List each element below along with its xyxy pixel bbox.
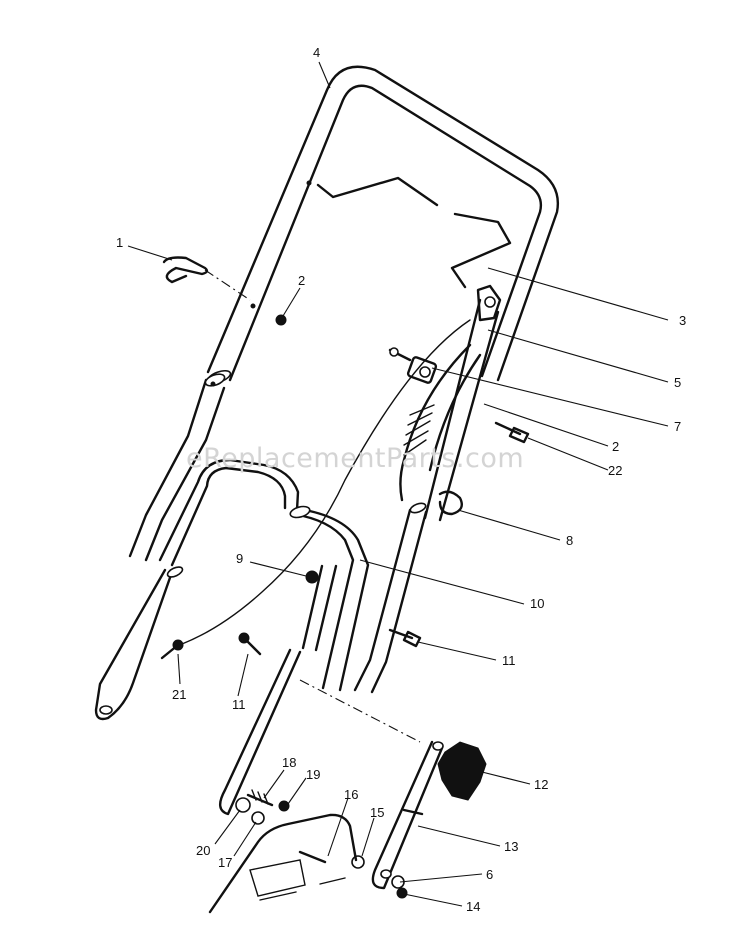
- callout-6: 6: [486, 867, 494, 882]
- callout-7: 7: [674, 419, 682, 434]
- alignment-lines: [204, 269, 421, 743]
- cable-housing: [388, 343, 482, 502]
- center-handle: [289, 505, 370, 692]
- control-bail: [316, 176, 512, 289]
- callout-16: 16: [344, 787, 359, 802]
- upper-handle: [206, 65, 559, 385]
- callout-2: 2: [298, 273, 306, 288]
- callout-14: 14: [466, 899, 481, 914]
- callout-20: 20: [196, 843, 211, 858]
- knob: [437, 741, 487, 801]
- callout-2-lower: 2: [612, 439, 620, 454]
- callout-19: 19: [306, 767, 321, 782]
- callout-15: 15: [370, 805, 385, 820]
- left-lower-tube: [128, 373, 226, 562]
- deck-fragment: [208, 813, 358, 914]
- callout-21: 21: [172, 687, 187, 702]
- callout-13: 13: [504, 839, 519, 854]
- callout-4: 4: [313, 45, 321, 60]
- callout-18: 18: [282, 755, 297, 770]
- lower-brackets: [219, 648, 444, 899]
- callout-5: 5: [674, 375, 682, 390]
- callout-12: 12: [534, 777, 549, 792]
- right-lower-tube: [353, 502, 428, 694]
- callout-10: 10: [530, 596, 545, 611]
- leader-lines: [127, 61, 669, 907]
- watermark-text: eReplacementParts.com: [186, 443, 525, 474]
- callout-22: 22: [608, 463, 623, 478]
- left-lower-handle: [94, 458, 300, 721]
- callout-3: 3: [679, 313, 687, 328]
- right-upper-tube: [423, 284, 502, 522]
- callout-9: 9: [236, 551, 244, 566]
- callout-1: 1: [116, 235, 124, 250]
- callout-11-lower: 11: [232, 697, 246, 712]
- callout-17: 17: [218, 855, 233, 870]
- callout-11: 11: [502, 653, 516, 668]
- callout-8: 8: [566, 533, 574, 548]
- hardware: [160, 256, 530, 801]
